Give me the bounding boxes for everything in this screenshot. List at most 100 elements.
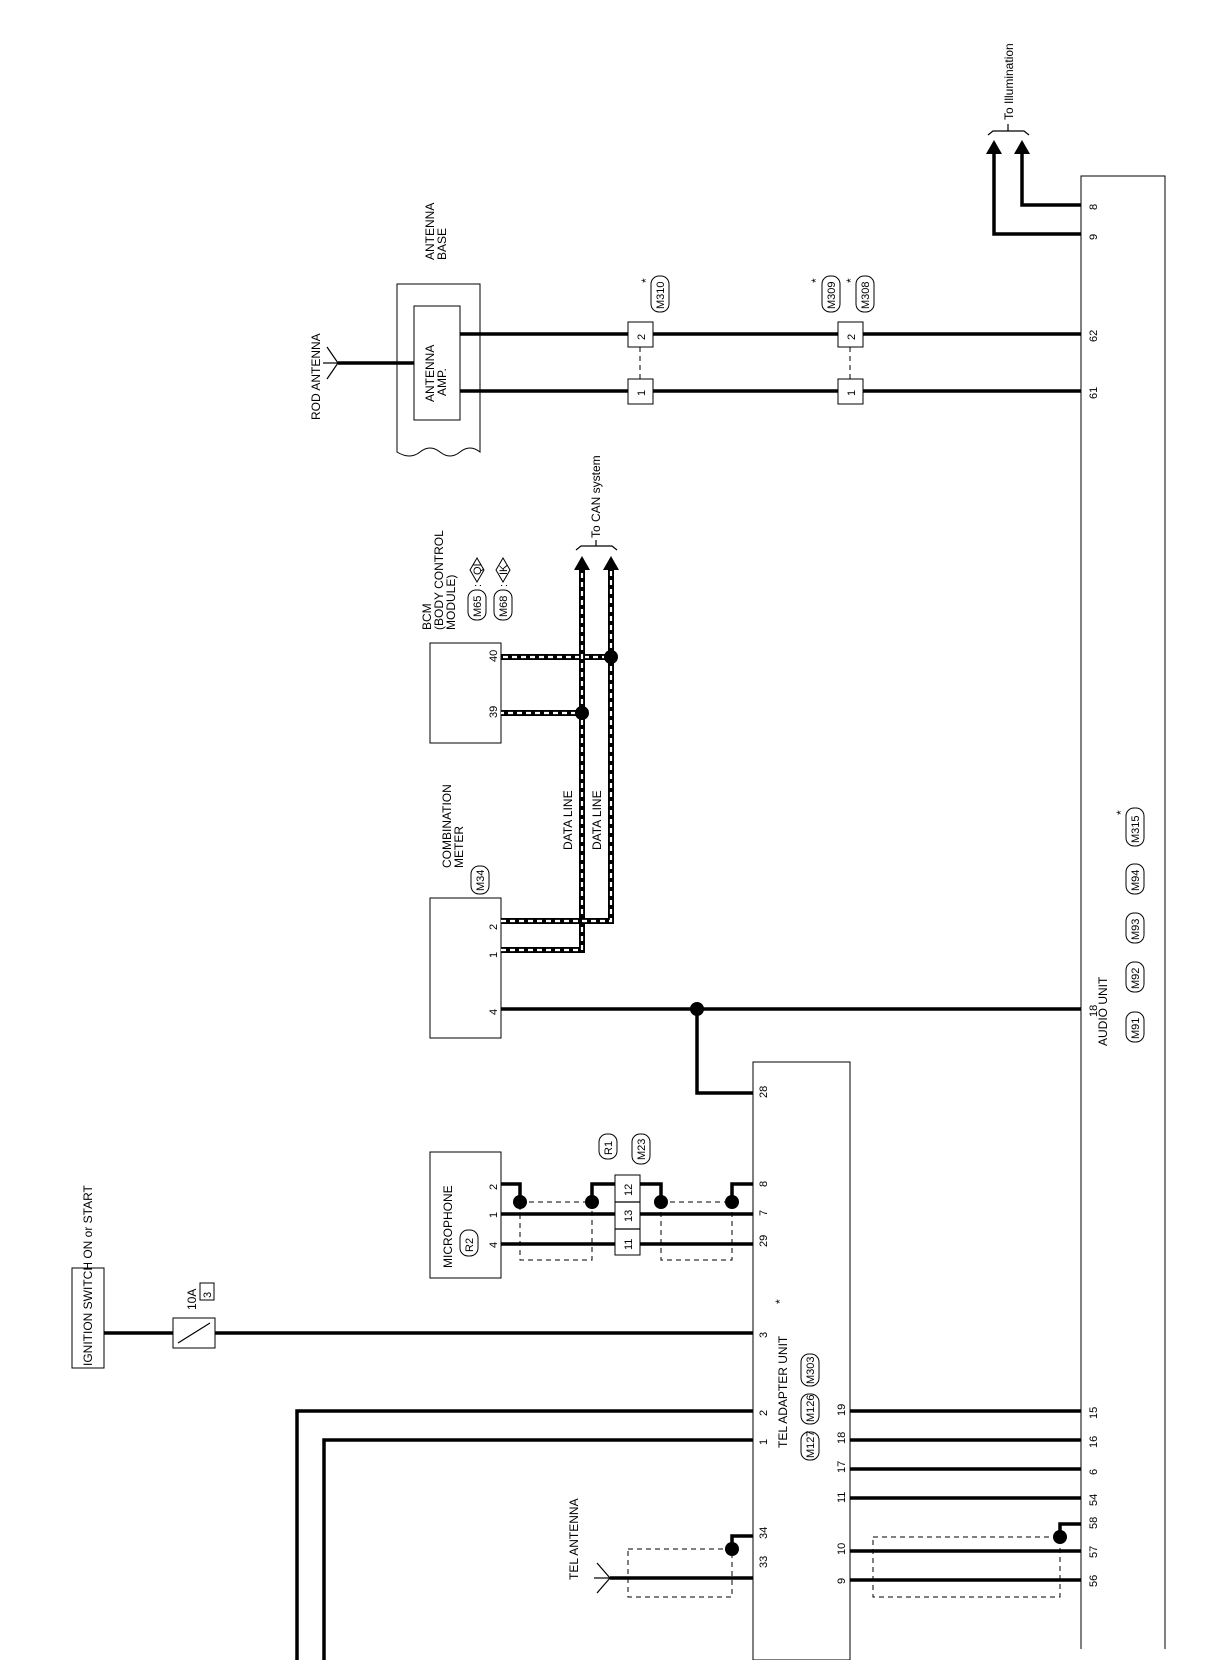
conn-R1-label: R1 [603,1141,615,1155]
bcm-label-1: BCM [420,603,434,630]
audio-pin-56: 56 [1088,1575,1100,1587]
audio-pin-8: 8 [1088,204,1100,210]
meter-pin-1: 1 [488,952,500,958]
conn-M91 [1125,1011,1145,1043]
tel-antenna-shield [627,1548,733,1598]
tel-audio-shield [872,1536,1061,1598]
ant-conn-m309-pin1-label: 1 [846,390,858,396]
tel-antenna-label: TEL ANTENNA [567,1498,581,1580]
tel-pin-8: 8 [758,1181,770,1187]
conn-M308-label: M308 [860,281,872,309]
to-can-label: To CAN system [589,455,603,538]
conn-M309-label: M309 [826,281,838,309]
tel-pin1-wire [322,1438,753,1660]
illum-brace [987,130,1030,136]
bcm-pin-40: 40 [488,650,500,662]
tel-adapter-label: TEL ADAPTER UNIT [776,1335,790,1448]
conn-M303 [800,1353,820,1387]
tel-antenna-shield-dot [725,1542,739,1556]
conn-R2-label: R2 [464,1238,476,1252]
tel-pin-19: 19 [836,1404,848,1416]
ant-conn-m310-pin1 [627,378,654,405]
illum-arrow-1 [986,140,1002,154]
bcm-sep-1: : [472,584,484,587]
conn-M68 [493,589,513,621]
tel-adapter-asterisk: * [773,1299,787,1304]
data-line-1 [501,711,584,952]
can-arrow-1 [574,556,590,570]
tel-pin-18: 18 [836,1432,848,1444]
bcm-variant-ik: IK [498,564,510,575]
audio-pin-15: 15 [1088,1407,1100,1419]
can-arrow-2 [603,556,619,570]
can-junction-1 [575,706,589,720]
conn-M315 [1125,807,1145,847]
mic-pin-2: 2 [488,1184,500,1190]
data-line-2-outer [501,654,614,924]
fuse-rating: 10A [185,1289,199,1310]
conn-M65 [467,589,487,621]
bcm-box [429,642,502,744]
bcm-variant-qi-shape [469,557,485,583]
jc-pin-12: 12 [623,1184,635,1196]
antenna-base-label-2: BASE [435,228,449,260]
conn-M34-label: M34 [475,870,487,891]
tel-pin28-wire [695,1009,753,1095]
illum-arrow-2 [1014,140,1030,154]
tel-pin-33: 33 [758,1556,770,1568]
mic-pin-4: 4 [488,1242,500,1248]
conn-M92-label: M92 [1130,968,1142,989]
conn-R1 [598,1133,618,1160]
tel-pin-1: 1 [758,1439,770,1445]
tel-pin-28: 28 [758,1086,770,1098]
antenna-base-box [396,283,481,457]
ant-conn-m309-pin2-label: 2 [846,334,858,340]
audio-pin-9: 9 [1088,234,1100,240]
audio-asterisk: * [1114,810,1128,815]
mic-pin-1: 1 [488,1212,500,1218]
conn-R2 [459,1229,479,1257]
can-junction-2 [604,650,618,664]
m308-asterisk: * [844,278,858,283]
data-line-label-1: DATA LINE [561,790,575,850]
audio-unit-box [1080,175,1166,1649]
audio-pin-6: 6 [1088,1469,1100,1475]
antenna-amp-box [413,305,461,421]
tel-pin2-wire [295,1409,753,1660]
conn-M308 [855,275,875,313]
m310-asterisk: * [639,278,653,283]
conn-M93-label: M93 [1130,919,1142,940]
combination-meter-label-2: METER [452,826,466,868]
conn-M65-label: M65 [472,596,484,617]
tel-audio-shield-dot [1053,1530,1067,1544]
can-brace [575,545,618,551]
conn-M310-label: M310 [655,281,667,309]
illum-wire-9 [992,152,1081,236]
to-illumination-label: To Illumination [1002,43,1016,120]
jc-pin-13: 13 [623,1210,635,1222]
meter-audio-junction [690,1002,704,1016]
tel-pin-17: 17 [836,1461,848,1473]
audio-pin-16: 16 [1088,1436,1100,1448]
conn-M93 [1125,912,1145,944]
tel-pin-3: 3 [758,1332,770,1338]
ant-conn-m310-pin1-label: 1 [636,390,648,396]
tel-pin-2: 2 [758,1410,770,1416]
conn-M94-label: M94 [1130,870,1142,891]
audio-pin-62: 62 [1088,330,1100,342]
audio-pin-18: 18 [1088,1005,1100,1017]
ant-conn-m309-pin1 [837,378,864,405]
mic-shield-right [660,1201,733,1261]
audio-pin-58: 58 [1088,1517,1100,1529]
conn-M126 [800,1393,820,1425]
data-line-label-2: DATA LINE [590,790,604,850]
conn-M310 [650,275,670,313]
tel-pin-29: 29 [758,1235,770,1247]
conn-M23-label: M23 [636,1139,648,1160]
conn-M94 [1125,863,1145,895]
conn-M303-label: M303 [805,1356,817,1384]
fuse-symbol [177,1322,211,1344]
tel-pin-11: 11 [836,1492,848,1503]
tel-pin-9: 9 [836,1578,848,1584]
